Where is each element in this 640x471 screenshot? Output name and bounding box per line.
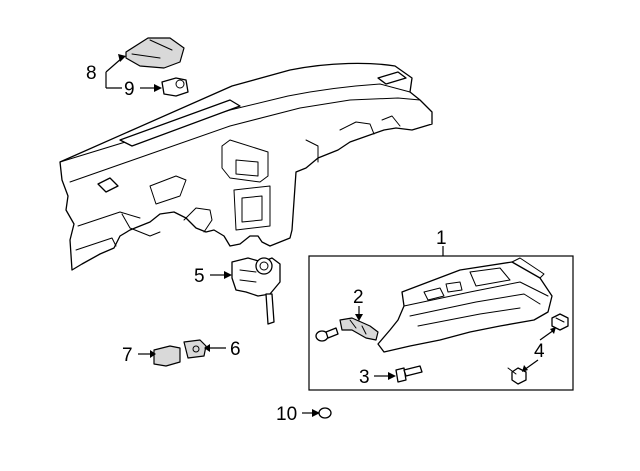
module-bracket	[105, 37, 185, 89]
callout-7: 7	[122, 345, 133, 366]
callout-2: 2	[353, 287, 364, 308]
callout-3: 3	[359, 367, 370, 388]
sensor-plug	[140, 77, 189, 97]
glove-box	[377, 257, 553, 353]
callout-6: 6	[230, 339, 241, 360]
bolt	[374, 365, 423, 383]
hole-plug	[302, 407, 332, 419]
callout-4: 4	[534, 341, 545, 362]
callout-1: 1	[436, 228, 447, 249]
instrument-panel	[59, 62, 433, 271]
callout-9: 9	[124, 79, 135, 100]
cap-large	[138, 345, 181, 367]
cap-small	[183, 339, 226, 359]
callout-labels: 1 2 3 4 5 6 7 8 9 10	[86, 63, 545, 425]
callout-10: 10	[276, 404, 297, 425]
glove-box-latch	[339, 306, 379, 341]
callout-5: 5	[194, 266, 205, 287]
screw-left	[315, 327, 339, 342]
callout-8: 8	[86, 63, 97, 84]
clips	[507, 313, 569, 385]
lock-cylinder	[210, 257, 281, 325]
glove-box-frame	[308, 246, 574, 391]
